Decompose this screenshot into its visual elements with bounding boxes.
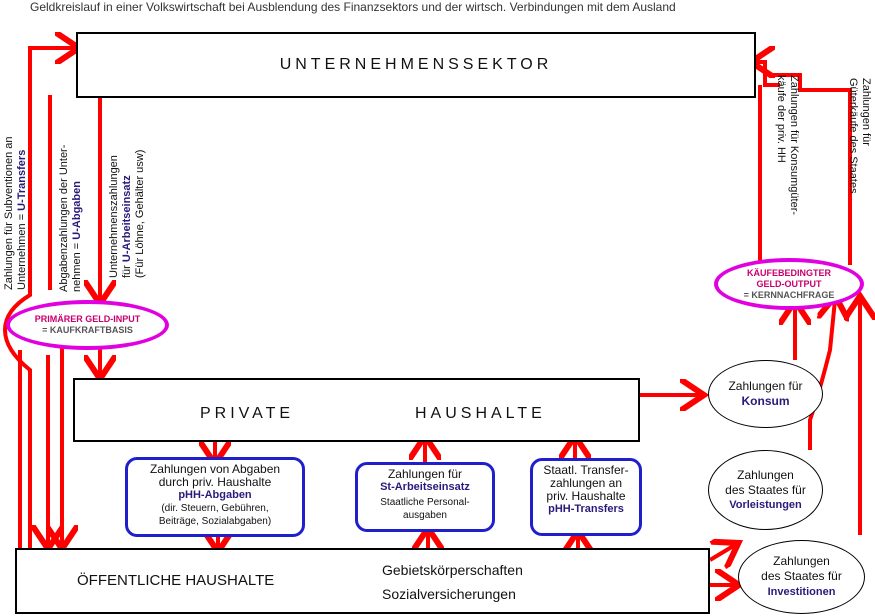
kauf-sub: = KERNNACHFRAGE: [743, 289, 835, 300]
label-subventionen: Zahlungen für Subventionen an Unternehme…: [3, 136, 28, 290]
unternehmenssektor-box: UNTERNEHMENSSEKTOR: [76, 32, 756, 98]
box-st-arbeitseinsatz: Zahlungen für St-Arbeitseinsatz Staatlic…: [355, 462, 495, 532]
private-label-1: PRIVATE: [200, 405, 295, 422]
private-haushalte-box: PRIVATE HAUSHALTE: [73, 378, 640, 442]
arrow-staat: [770, 73, 852, 265]
box-phh-abgaben: Zahlungen von Abgaben durch priv. Hausha…: [125, 457, 305, 537]
circle-investitionen: Zahlungen des Staates für Investitionen: [738, 540, 865, 614]
primaer-sub: = KAUFKRAFTBASIS: [42, 325, 133, 335]
sozialversicherungen-label: Sozialversicherungen: [382, 586, 516, 602]
kauf-title-2: GELD-OUTPUT: [756, 278, 822, 289]
label-gueterkaeufe-staat: Zahlungen für Güterkäufe des Staates: [847, 78, 872, 194]
box-phh-transfers: Staatl. Transfer- zahlungen an priv. Hau…: [530, 458, 642, 536]
circle-vorleistungen: Zahlungen des Staates für Vorleistungen: [708, 450, 823, 530]
gebietskoerperschaften-label: Gebietskörperschaften: [382, 562, 523, 578]
arrow-oeff-vorleistungen: [708, 545, 735, 560]
label-konsumgueter: Zahlungen für Konsumgüter- käufe der pri…: [775, 75, 800, 216]
label-u-abgaben: Abgabenzahlungen der Unter- nehmen = U-A…: [58, 144, 83, 292]
label-u-arbeitseinsatz: Unternehmenszahlungen für U-Arbeitseinsa…: [108, 149, 146, 278]
diagram-title: Geldkreislauf in einer Volkswirtschaft b…: [30, 0, 676, 14]
arrow-subventionen: [2, 48, 75, 548]
kaeufebedingter-geld-output-oval: KÄUFEBEDINGTER GELD-OUTPUT = KERNNACHFRA…: [714, 258, 864, 310]
primaerer-geld-input-oval: PRIMÄRER GELD-INPUT = KAUFKRAFTBASIS: [6, 300, 169, 350]
oeffentlich-label: ÖFFENTLICHE HAUSHALTE: [77, 572, 275, 589]
investitionen-term: Investitionen: [767, 586, 836, 598]
primaer-title: PRIMÄRER GELD-INPUT: [34, 314, 141, 324]
circle-konsum: Zahlungen für Konsum: [708, 360, 823, 428]
oeffentliche-haushalte-box: ÖFFENTLICHE HAUSHALTE Gebietskörperschaf…: [15, 548, 710, 614]
kauf-title-1: KÄUFEBEDINGTER: [746, 267, 831, 278]
private-label-2: HAUSHALTE: [415, 405, 546, 422]
unternehmenssektor-label: UNTERNEHMENSSEKTOR: [279, 56, 553, 73]
arrow-konsumgueter-2: [755, 62, 780, 87]
